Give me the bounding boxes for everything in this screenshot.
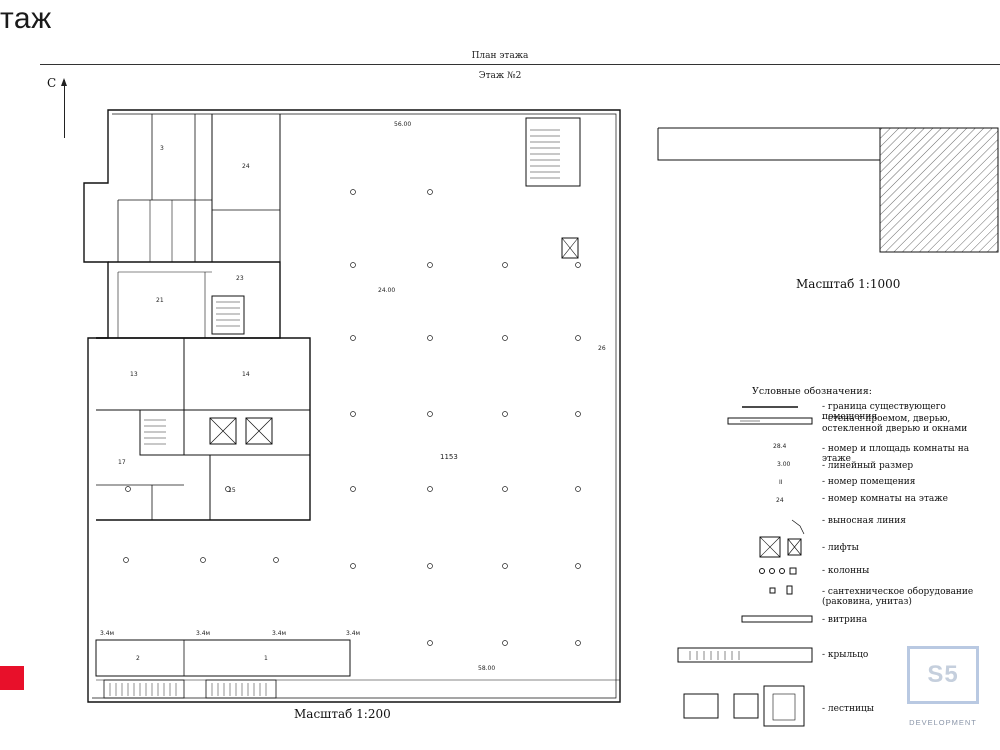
legend-item: - номер и площадь комнаты на этаже bbox=[822, 444, 970, 464]
legend-item: - номер помещения bbox=[822, 477, 916, 487]
plan-scale-label: Масштаб 1:200 bbox=[294, 707, 391, 721]
site-scale-label: Масштаб 1:1000 bbox=[796, 277, 901, 291]
svg-text:56.00: 56.00 bbox=[394, 121, 411, 128]
svg-text:24: 24 bbox=[242, 163, 250, 170]
svg-text:13: 13 bbox=[130, 371, 138, 378]
s5-logo: S5 bbox=[907, 646, 979, 704]
legend-title: Условные обозначения: bbox=[752, 386, 872, 397]
svg-text:24.00: 24.00 bbox=[378, 287, 395, 294]
svg-text:2: 2 bbox=[136, 655, 140, 662]
legend-sample-room-floor: 24 bbox=[776, 497, 784, 504]
legend-item: - крыльцо bbox=[822, 650, 869, 660]
north-arrow-icon bbox=[61, 78, 67, 138]
legend-item: - колонны bbox=[822, 566, 870, 576]
floor-label: Этаж №2 bbox=[478, 71, 522, 81]
logo-subtitle: DEVELOPMENT bbox=[909, 718, 977, 727]
legend-item: - выносная линия bbox=[822, 516, 906, 526]
logo-mark: S5 bbox=[927, 661, 959, 688]
legend-sample-dimension: 3.00 bbox=[777, 461, 791, 468]
svg-text:17: 17 bbox=[118, 459, 126, 466]
building-outline bbox=[83, 109, 621, 703]
svg-text:3.4м: 3.4м bbox=[196, 630, 210, 637]
svg-text:21: 21 bbox=[156, 297, 164, 304]
svg-text:14: 14 bbox=[242, 371, 250, 378]
main-hall-number: 1153 bbox=[440, 453, 458, 461]
legend-item: - лифты bbox=[822, 543, 859, 553]
svg-text:3: 3 bbox=[160, 145, 164, 152]
svg-text:26: 26 bbox=[598, 345, 606, 352]
svg-text:23: 23 bbox=[236, 275, 244, 282]
svg-text:3.4м: 3.4м bbox=[100, 630, 114, 637]
legend-sample-room: II bbox=[779, 479, 783, 486]
legend-sample-area: 28.4 bbox=[773, 443, 787, 450]
svg-text:3.4м: 3.4м bbox=[272, 630, 286, 637]
red-accent-tab bbox=[0, 666, 24, 690]
legend-item: - витрина bbox=[822, 615, 868, 625]
svg-text:1: 1 bbox=[264, 655, 268, 662]
plan-title: План этажа bbox=[471, 51, 529, 61]
north-label: С bbox=[47, 76, 57, 90]
page-heading: таж bbox=[0, 2, 52, 35]
svg-text:3.4м: 3.4м bbox=[346, 630, 360, 637]
legend-item: - граница существующего помещения bbox=[822, 402, 946, 422]
legend-item: - номер комнаты на этаже bbox=[822, 494, 948, 504]
legend-item: - сантехническое оборудование (раковина,… bbox=[822, 587, 974, 607]
svg-text:58.00: 58.00 bbox=[478, 665, 495, 672]
svg-text:15: 15 bbox=[228, 487, 236, 494]
title-divider bbox=[40, 64, 1000, 65]
legend-item: - лестницы bbox=[822, 704, 874, 714]
legend-item: - линейный размер bbox=[822, 461, 914, 471]
legend-item: - стена с проемом, дверью, остекленной д… bbox=[822, 414, 968, 434]
